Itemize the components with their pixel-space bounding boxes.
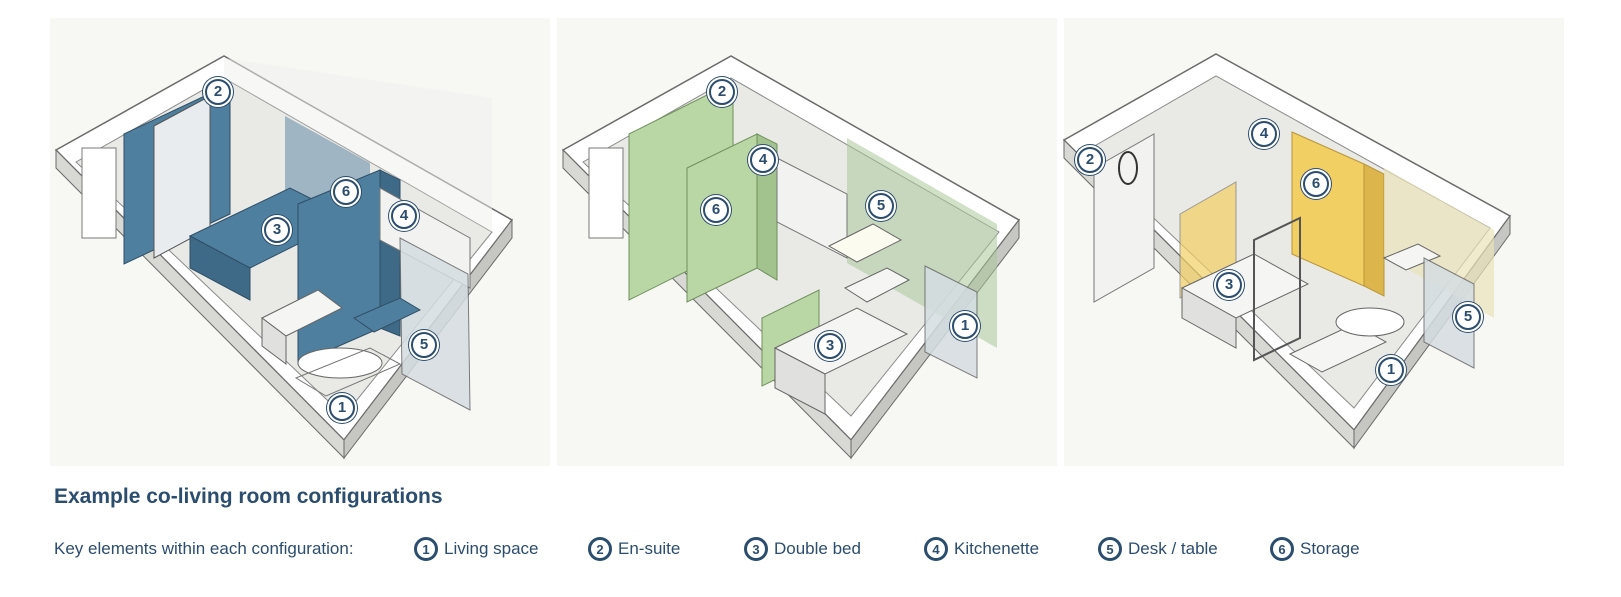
- marker-4: 4: [748, 145, 778, 175]
- marker-6: 6: [1301, 169, 1331, 199]
- number-3-icon: 3: [744, 537, 768, 561]
- marker-2: 2: [1075, 145, 1105, 175]
- configuration-1-illustration: 2 6 4 3 5 1: [50, 18, 550, 466]
- room-2-isometric-drawing: [561, 55, 1021, 460]
- number-6-icon: 6: [1270, 537, 1294, 561]
- key-item-storage: 6 Storage: [1270, 534, 1360, 564]
- number-2-icon: 2: [588, 537, 612, 561]
- marker-5: 5: [409, 330, 439, 360]
- number-1-icon: 1: [414, 537, 438, 561]
- key-label: En-suite: [618, 539, 681, 558]
- marker-4: 4: [1249, 119, 1279, 149]
- marker-1: 1: [1376, 355, 1406, 385]
- figure-caption: Example co-living room configurations: [54, 485, 443, 508]
- key-item-double-bed: 3 Double bed: [744, 534, 861, 564]
- configuration-2-illustration: 2 4 6 5 1 3: [557, 18, 1057, 466]
- marker-1: 1: [950, 311, 980, 341]
- room-3-isometric-drawing: [1062, 53, 1512, 450]
- key-item-living-space: 1 Living space: [414, 534, 539, 564]
- marker-6: 6: [701, 195, 731, 225]
- marker-6: 6: [331, 177, 361, 207]
- marker-5: 5: [866, 191, 896, 221]
- key-label: Kitchenette: [954, 539, 1040, 558]
- number-4-icon: 4: [924, 537, 948, 561]
- key-item-desk-table: 5 Desk / table: [1098, 534, 1218, 564]
- configuration-3-illustration: 2 4 6 3 5 1: [1062, 18, 1564, 466]
- marker-3: 3: [1214, 270, 1244, 300]
- room-illustrations: 2 6 4 3 5 1 2 4 6 5 1 3: [50, 18, 1564, 466]
- key-item-en-suite: 2 En-suite: [588, 534, 680, 564]
- key-label: Living space: [444, 539, 539, 558]
- key-label: Double bed: [774, 539, 861, 558]
- marker-2: 2: [203, 77, 233, 107]
- marker-2: 2: [707, 77, 737, 107]
- number-5-icon: 5: [1098, 537, 1122, 561]
- marker-3: 3: [815, 331, 845, 361]
- room-1-isometric-drawing: [54, 55, 514, 460]
- key-label: Storage: [1300, 539, 1360, 558]
- marker-3: 3: [262, 215, 292, 245]
- key-item-kitchenette: 4 Kitchenette: [924, 534, 1039, 564]
- key-label: Desk / table: [1128, 539, 1218, 558]
- marker-5: 5: [1453, 302, 1483, 332]
- marker-4: 4: [389, 201, 419, 231]
- key-intro-text: Key elements within each configuration:: [54, 539, 354, 558]
- marker-1: 1: [327, 393, 357, 423]
- legend-key: Key elements within each configuration: …: [54, 534, 1574, 564]
